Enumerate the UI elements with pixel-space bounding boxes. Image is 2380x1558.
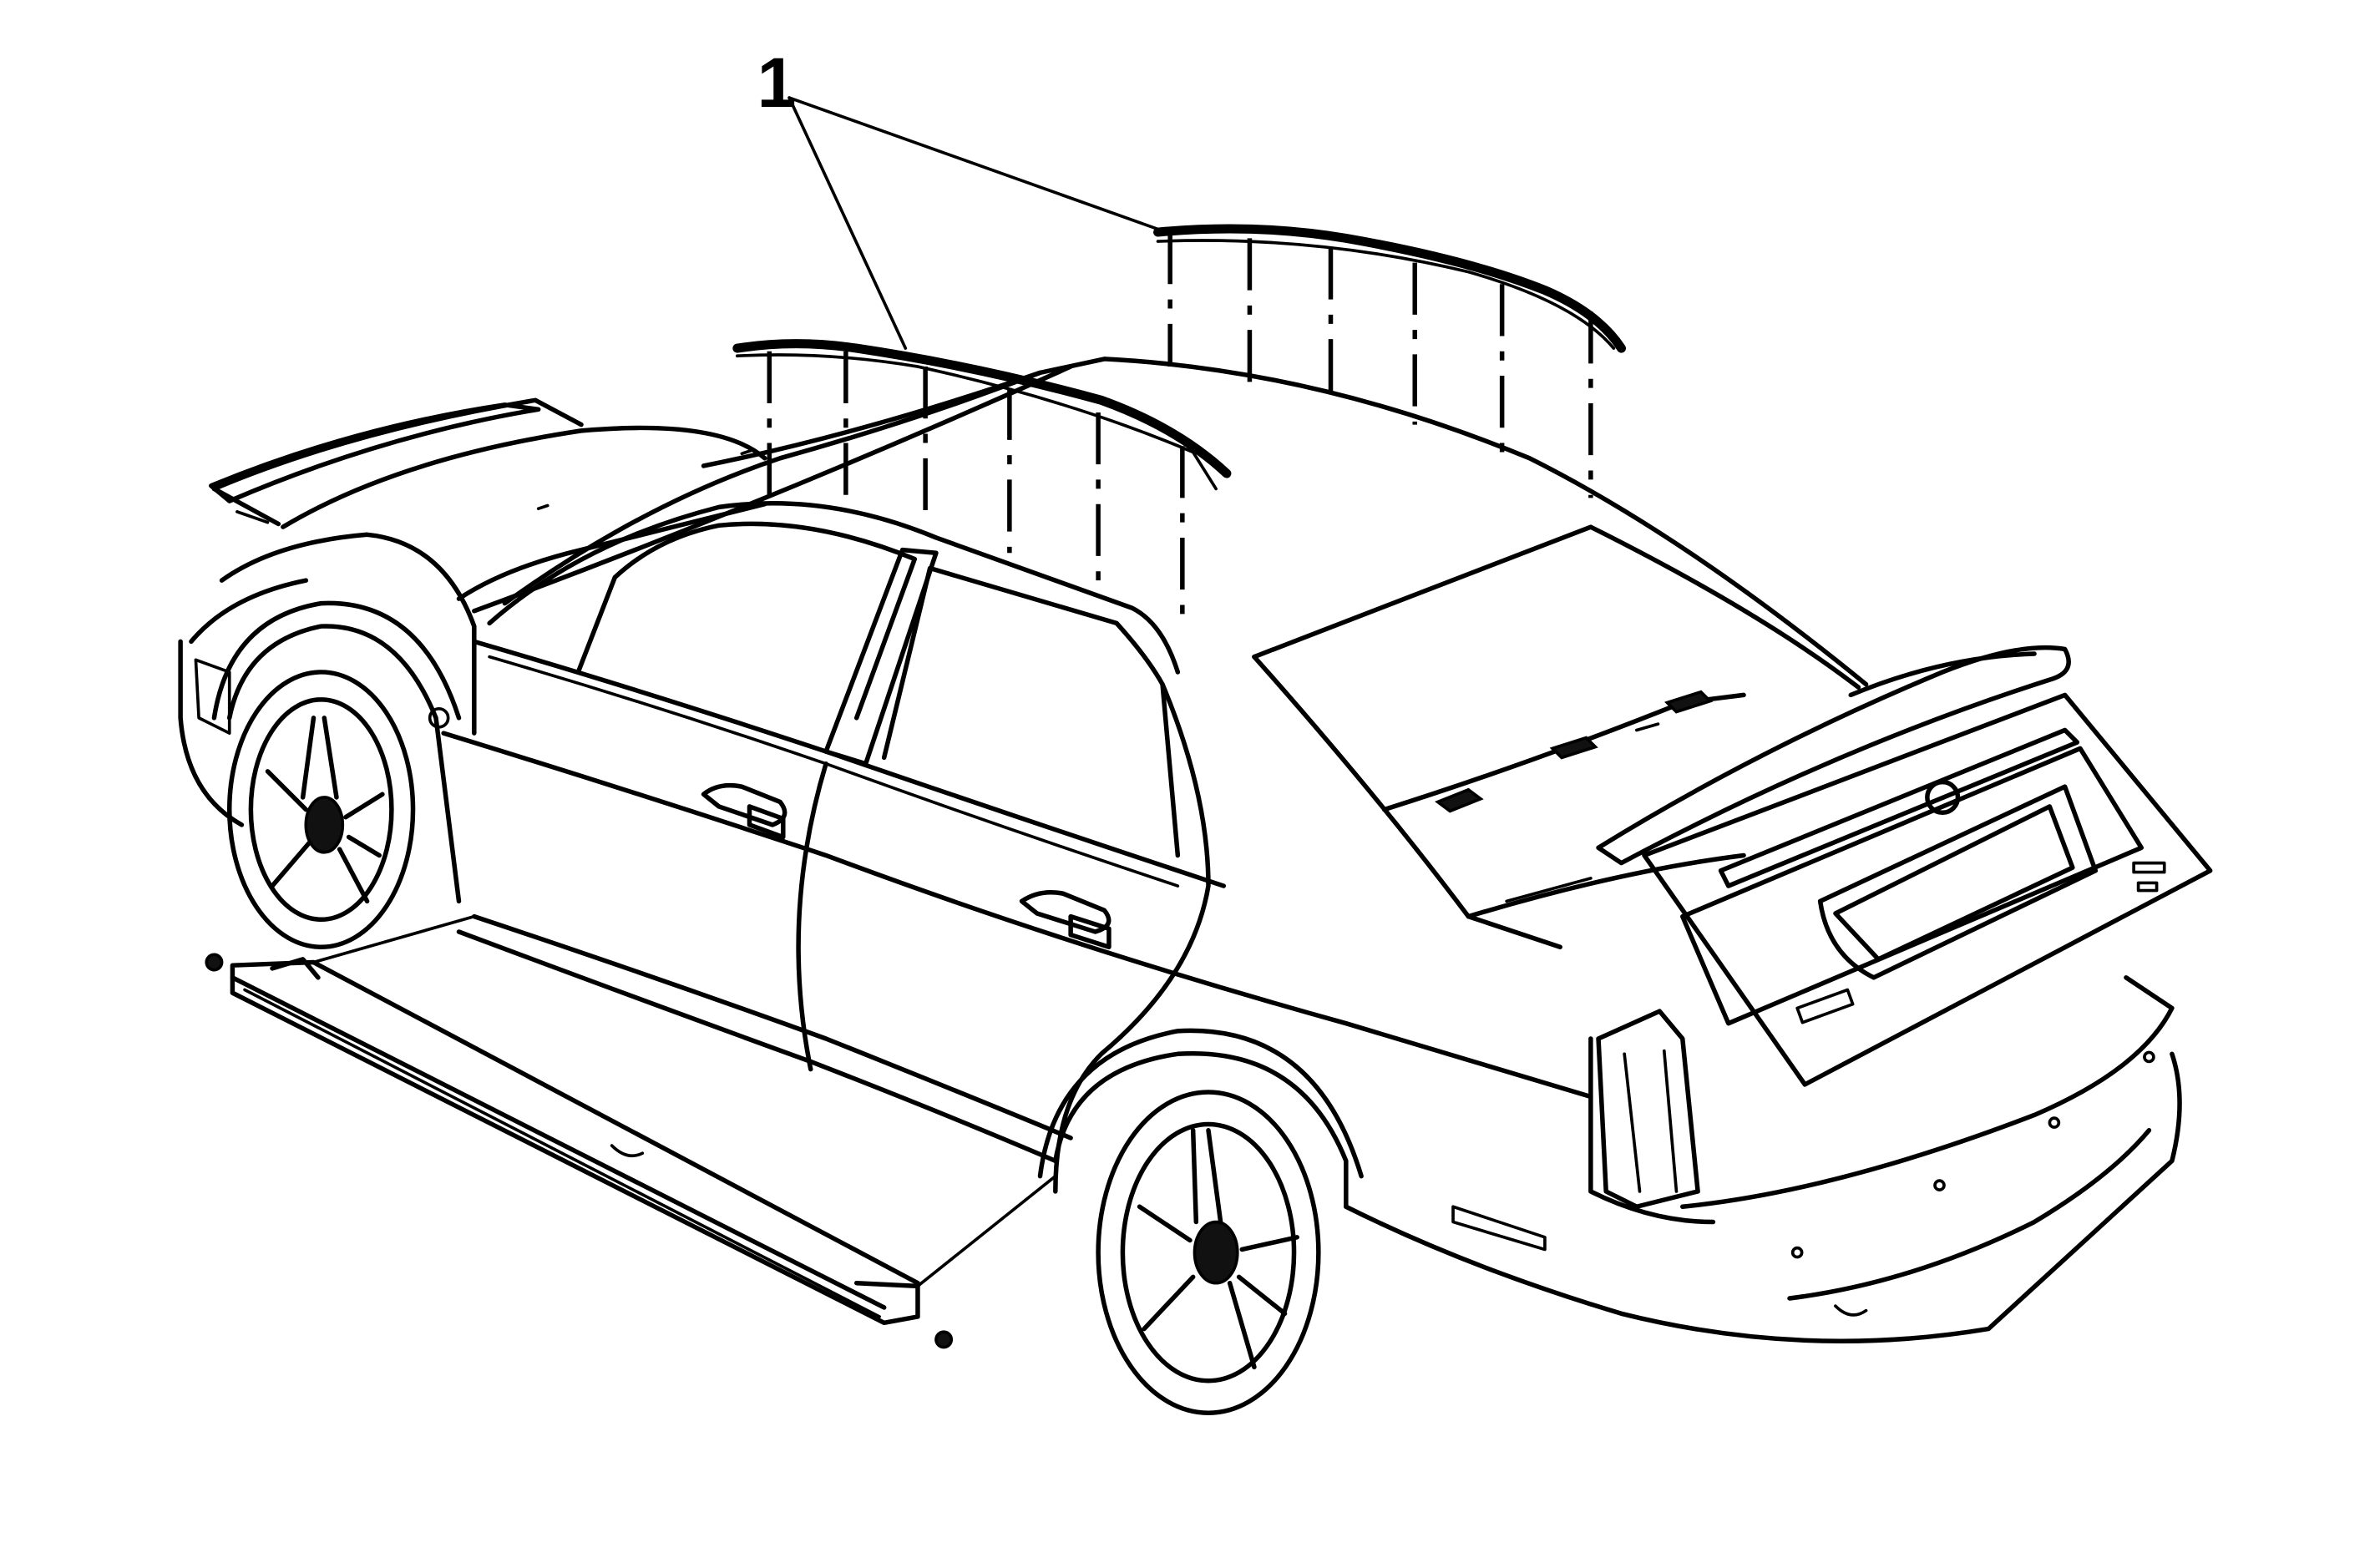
callout-1-label: 1 [757,43,797,122]
door-handles [428,707,1112,949]
roof-molding-left [732,339,1232,491]
callout-1-leader-rear [787,96,1160,231]
front-wheel [226,670,416,949]
roof-molding-right [1153,224,1627,353]
callout-1-leader-front [787,96,908,350]
alignment-lines [767,232,1593,620]
rear-wheel [1096,1090,1321,1415]
callout-1: 1 [757,43,1160,350]
rocker-panel [205,914,1057,1349]
car-body [178,357,2213,1343]
